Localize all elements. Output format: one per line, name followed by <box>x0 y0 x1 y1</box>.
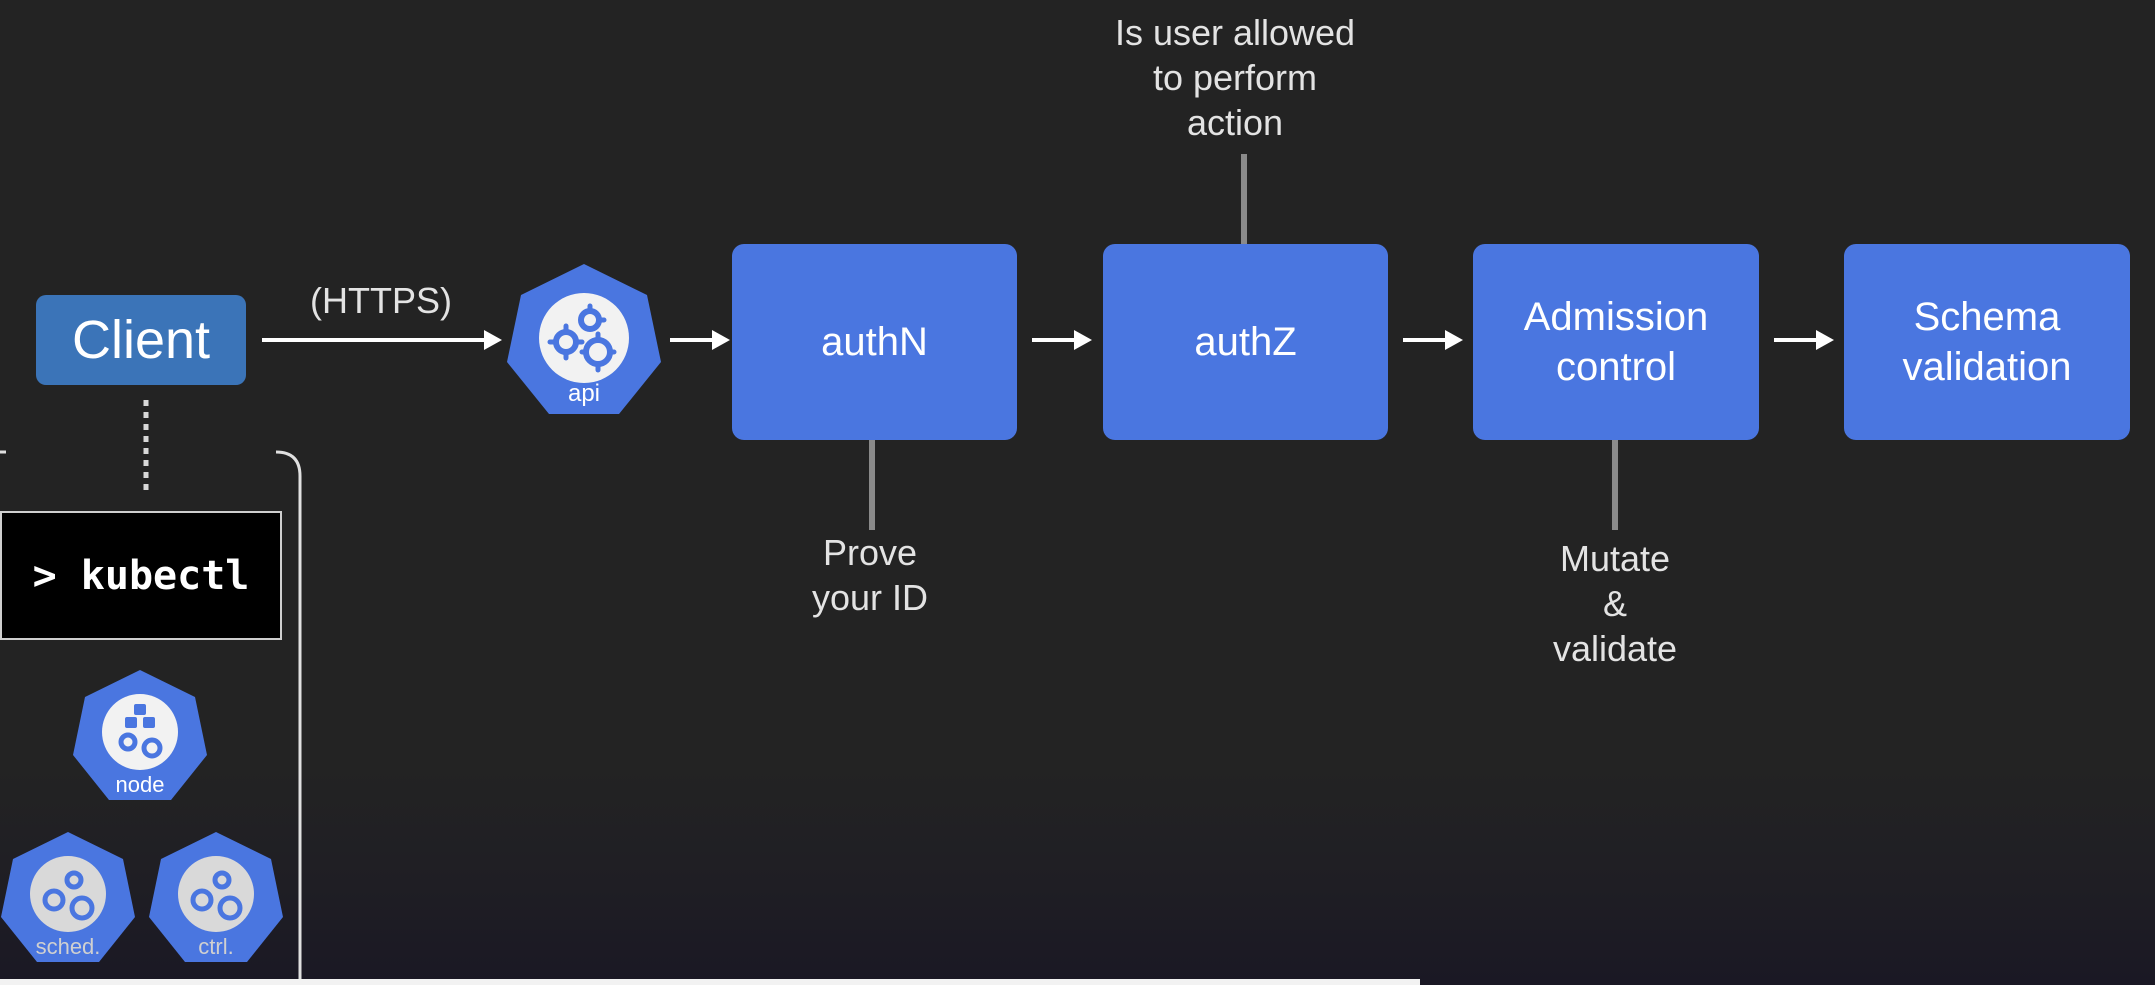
node-icon-label: node <box>115 772 165 797</box>
arrowhead-authn-to-authz <box>1074 330 1092 350</box>
stage-authz: authZ <box>1103 244 1388 440</box>
arrowhead-authz-to-admission <box>1445 330 1463 350</box>
scheduler-icon: sched. <box>0 830 136 964</box>
client-box: Client <box>36 295 246 385</box>
client-label: Client <box>71 310 211 370</box>
progress-strip <box>0 979 1420 985</box>
arrowhead-client-to-api <box>484 330 502 350</box>
node-icon: node <box>72 668 208 802</box>
stage-admission-control: Admission control <box>1473 244 1759 440</box>
admission-annotation-line <box>1612 440 1618 530</box>
api-icon-label: api <box>567 380 601 407</box>
stage-authn-label: authN <box>821 320 928 364</box>
arrowhead-admission-to-schema <box>1816 330 1834 350</box>
arrowhead-api-to-authn <box>712 330 730 350</box>
stage-authz-label: authZ <box>1194 320 1297 364</box>
https-label: (HTTPS) <box>310 280 452 321</box>
stage-schema-validation: Schema validation <box>1844 244 2130 440</box>
admission-annotation: Mutate & validate <box>1552 538 1678 669</box>
stage-authn: authN <box>732 244 1017 440</box>
authz-annotation: Is user allowed to perform action <box>1114 12 1356 143</box>
kubectl-text: > kubectl <box>32 552 250 599</box>
stage-schema-label: Schema validation <box>1902 295 2072 389</box>
stage-admission-label: Admission control <box>1523 295 1709 389</box>
controller-icon: ctrl. <box>148 830 284 964</box>
api-icon: api <box>506 262 662 416</box>
controller-icon-label: ctrl. <box>198 934 234 959</box>
cluster-bracket <box>0 450 302 985</box>
scheduler-icon-label: sched. <box>35 934 101 959</box>
kubectl-terminal: > kubectl <box>0 511 282 640</box>
authn-annotation-line <box>869 440 875 530</box>
authz-annotation-line <box>1241 154 1247 244</box>
authn-annotation: Prove your ID <box>811 532 929 618</box>
